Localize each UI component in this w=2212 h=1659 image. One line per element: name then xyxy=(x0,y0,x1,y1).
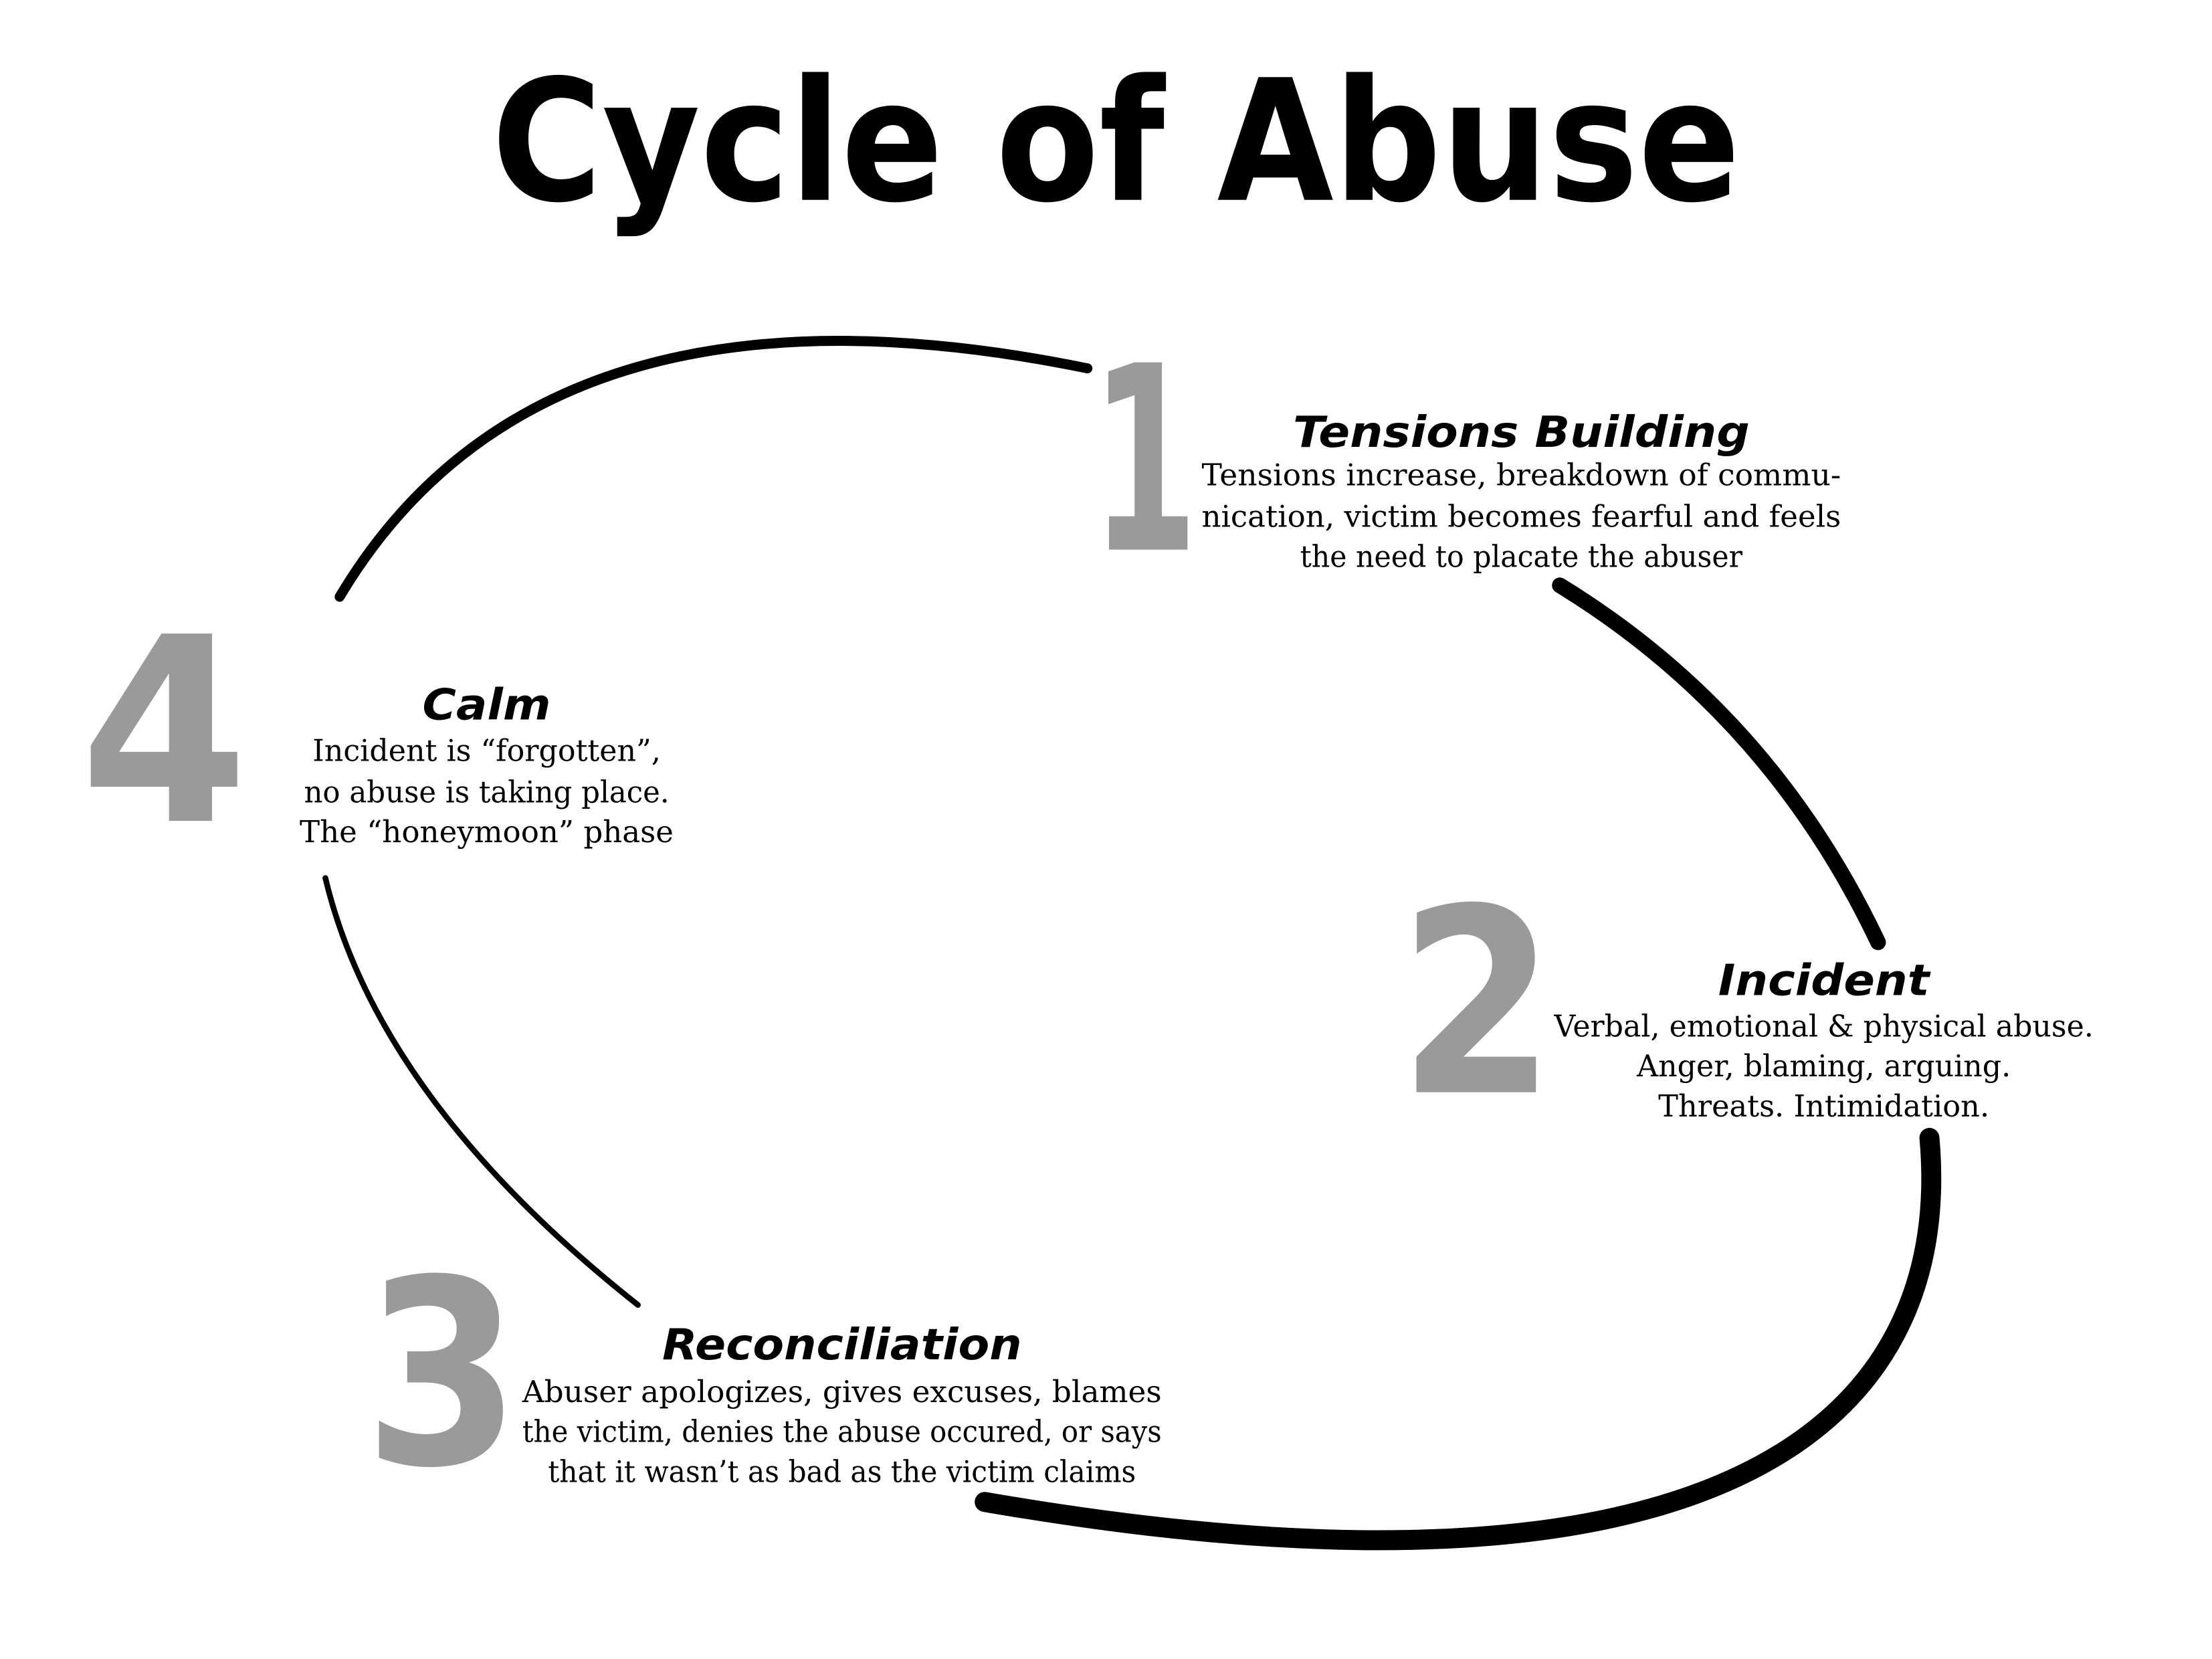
stage-text-line: that it wasn’t as bad as the victim clai… xyxy=(548,1454,1136,1489)
stage-text-line: no abuse is taking place. xyxy=(304,774,669,809)
stage-text-line: nication, victim becomes fearful and fee… xyxy=(1201,499,1841,534)
diagram-title: Cycle of Abuse xyxy=(492,44,1740,240)
stage-number: 1 xyxy=(1091,311,1198,611)
stage-number: 2 xyxy=(1399,854,1556,1153)
stage-text-line: Threats. Intimidation. xyxy=(1658,1088,1989,1124)
stage-number: 4 xyxy=(80,582,248,882)
stage-text-line: Verbal, emotional & physical abuse. xyxy=(1553,1008,2093,1044)
stage-text-line: Incident is “forgotten”, xyxy=(312,733,661,769)
stage-calm: 4 Calm Incident is “forgotten”, no abuse… xyxy=(80,582,674,882)
stage-heading: Tensions Building xyxy=(1293,408,1750,458)
stage-text-line: the victim, denies the abuse occured, or… xyxy=(522,1414,1162,1450)
arc-tension-to-incident xyxy=(1552,577,1886,951)
stage-number: 3 xyxy=(364,1225,521,1525)
stage-heading: Calm xyxy=(423,681,551,730)
stage-text-line: the need to placate the abuser xyxy=(1300,539,1743,574)
stage-heading: Incident xyxy=(1718,957,1931,1006)
stage-reconciliation: 3 Reconciliation Abuser apologizes, give… xyxy=(364,1225,1162,1525)
arc-calm-to-tension xyxy=(334,336,1093,602)
stage-incident: 2 Incident Verbal, emotional & physical … xyxy=(1399,854,2094,1153)
stage-text-line: Tensions increase, breakdown of commu- xyxy=(1201,458,1841,493)
stage-text-line: Abuser apologizes, gives excuses, blames xyxy=(522,1374,1162,1409)
arc-incident-to-reconciliation xyxy=(975,1128,1942,1551)
stage-text-line: Anger, blaming, arguing. xyxy=(1636,1048,2011,1084)
stage-text-line: The “honeymoon” phase xyxy=(300,814,674,850)
arc-reconciliation-to-calm xyxy=(322,875,641,1308)
stage-heading: Reconciliation xyxy=(662,1321,1022,1370)
stage-tensions-building: 1 Tensions Building Tensions increase, b… xyxy=(1091,311,1841,611)
